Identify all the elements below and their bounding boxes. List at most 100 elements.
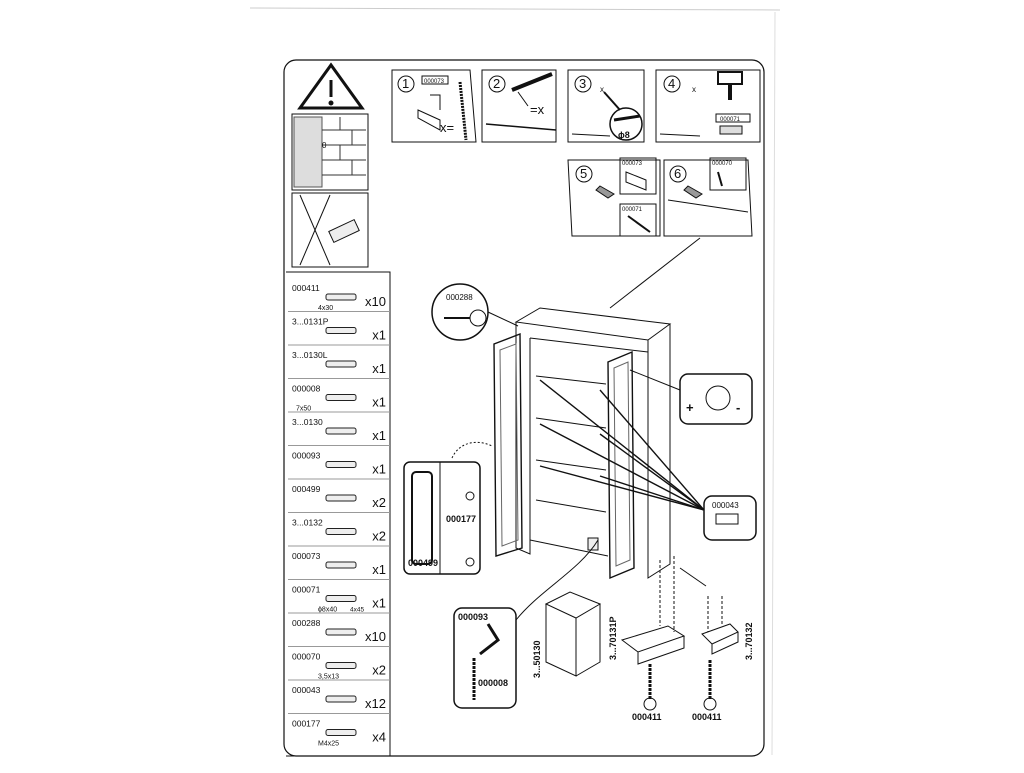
shelf-pin-leaders [539,379,705,511]
step-4-number: 4 [668,76,675,91]
cabinet-top-edge [659,133,701,137]
cabinet-top-edge [485,123,557,131]
step-5-tag: 000073 [622,161,643,167]
adjust-leader [629,369,681,391]
warning-panel: 0 [291,62,369,268]
cabinet [493,307,672,580]
foot-left-screw-head [643,697,657,711]
block-left [545,604,577,677]
foot-right-arrow [679,567,707,587]
step-5-detail-frame [619,157,657,195]
foot-left-callout: 3...70131P 000411 [608,556,686,722]
foot-left-code: 3...70131P [608,616,618,660]
step-4-tag-frame [715,113,751,123]
left-glass-door [493,332,523,557]
wrench-detail-frame [453,607,517,709]
step-panel-5: 5 000073 000071 [567,157,661,237]
part-size-2: 4x45 [350,607,364,614]
part-size: M4x25 [318,741,339,748]
warning-dot-icon [328,100,334,106]
part-quantity: x4 [372,730,386,745]
part-quantity: x2 [372,529,386,544]
step-1-label: x= [440,120,454,135]
step-5-number-badge [575,165,593,183]
part-icon [325,595,357,602]
cabinet-top-edge [571,133,611,137]
bracket-icon [625,171,647,191]
wall-edge-line [458,81,468,141]
handle-icon [411,471,433,565]
dowel-code: 000008 [478,678,508,688]
wall-board-frame [291,192,369,268]
part-code: 000093 [292,451,321,461]
part-icon [325,461,357,468]
part-quantity: x1 [372,361,386,376]
shelf-pin-icon [715,513,739,525]
block-code: 3...50130 [532,640,542,678]
handle-leader [451,441,493,459]
knob-code: 000288 [446,293,473,302]
step-4-tag: 000071 [720,117,741,123]
bracket-mounted-icon [595,185,615,199]
brick-wall-icon [322,117,366,176]
scan-edge [249,7,781,11]
foot-right-screw-code: 000411 [692,712,722,722]
part-size: 7x50 [296,406,311,413]
step-5-detail2-frame [619,203,657,237]
parts-list-frame [286,271,391,757]
part-code: 000499 [292,484,321,494]
foot-right-code: 3...70132 [744,622,754,660]
handle-screw-icon [465,491,475,501]
foot-right-screw-head [703,697,717,711]
knob-callout: 000288 [431,283,519,341]
foot-right-callout: 3...70132 000411 [679,567,754,722]
part-icon [325,360,357,368]
step-5-frame [567,159,661,237]
page-frame [283,59,765,757]
handle-screw-icon [465,557,475,567]
shelf-pin-frame [703,495,757,541]
part-code: 3...0132 [292,518,323,528]
part-code: 000008 [292,384,321,394]
part-quantity: x10 [365,294,386,309]
hinge-icon [705,385,731,411]
step-panel-4: 4 x 000071 [655,69,761,143]
adjust-detail-frame [679,373,753,425]
step-1-number: 1 [402,76,409,91]
foot-right-edge [711,632,739,655]
part-icon [325,528,357,535]
step-4-number-badge [663,75,681,93]
part-icon [325,662,357,669]
part-size: 3,5x13 [318,674,339,681]
wrench-code: 000093 [458,612,488,622]
block-callout: 3...50130 [532,591,602,678]
wrench-leader [515,539,599,621]
bracket-arm-icon [430,94,441,110]
step-3-arrow [603,91,621,111]
step-6-number: 6 [674,166,681,181]
part-icon [325,494,357,502]
part-quantity: x1 [372,428,386,443]
scan-edge [771,11,776,756]
allen-wrench-icon [479,623,500,656]
wrench-callout: 000093 000008 [453,539,599,709]
part-quantity: x1 [372,562,386,577]
handle-detail-frame [403,461,481,575]
bracket-mounted-icon [683,185,703,199]
adjust-plus: + [686,400,694,415]
cabinet-shelves [535,375,607,513]
right-glass-door [607,350,635,580]
part-quantity: x12 [365,696,386,711]
adjust-callout: + - [629,369,753,425]
step-3-mark: x [600,85,604,94]
step-3-number-badge [574,75,592,93]
